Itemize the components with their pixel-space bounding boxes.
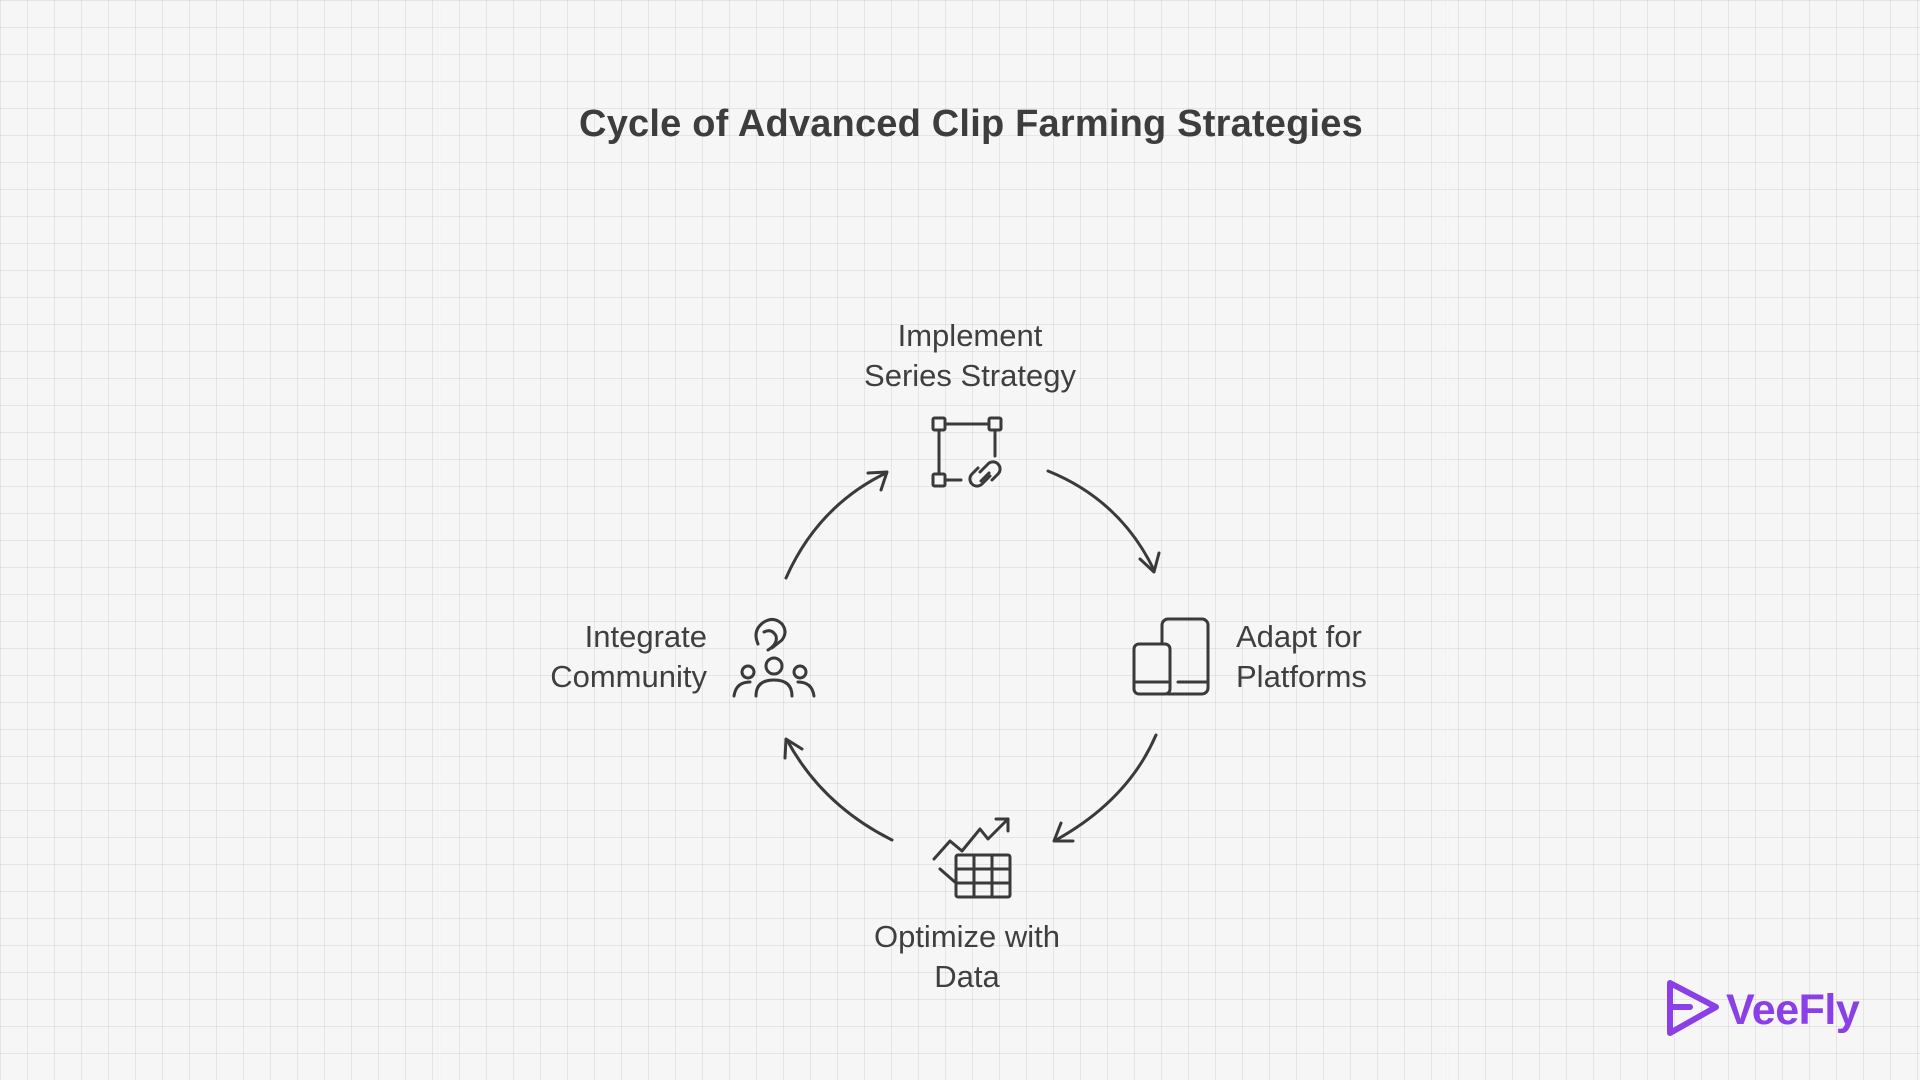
step-label-line: Implement [897, 318, 1043, 353]
step-label-line: Community [550, 659, 707, 694]
arrow-left-to-top [784, 471, 888, 580]
step-label-line: Integrate [584, 619, 707, 654]
veefly-brand: VeeFly [1662, 977, 1860, 1044]
step-label-line: Series Strategy [864, 358, 1076, 393]
devices-icon [1130, 614, 1214, 698]
step-label-line: Platforms [1236, 659, 1367, 694]
paper-fold [438, 0, 441, 1080]
step-label-integrate-community: Integrate Community [467, 617, 707, 697]
arrow-top-to-right [1046, 469, 1156, 572]
paper-fold [1446, 0, 1449, 1080]
chart-table-icon [928, 813, 1018, 901]
step-label-optimize-data: Optimize with Data [842, 917, 1092, 997]
step-label-line: Adapt for [1236, 619, 1362, 654]
arrow-bottom-to-left [785, 738, 894, 842]
brand-name: VeeFly [1726, 985, 1860, 1034]
arrow-right-to-bottom [1054, 733, 1158, 842]
diagram-title: Cycle of Advanced Clip Farming Strategie… [579, 103, 1363, 145]
step-label-implement-series: Implement Series Strategy [840, 316, 1100, 396]
step-label-line: Data [934, 959, 1000, 994]
step-label-line: Optimize with [873, 919, 1061, 954]
community-icon [730, 614, 818, 702]
step-label-adapt-platforms: Adapt for Platforms [1236, 617, 1476, 697]
veefly-logo-icon [1662, 977, 1724, 1044]
series-link-icon [925, 412, 1015, 496]
